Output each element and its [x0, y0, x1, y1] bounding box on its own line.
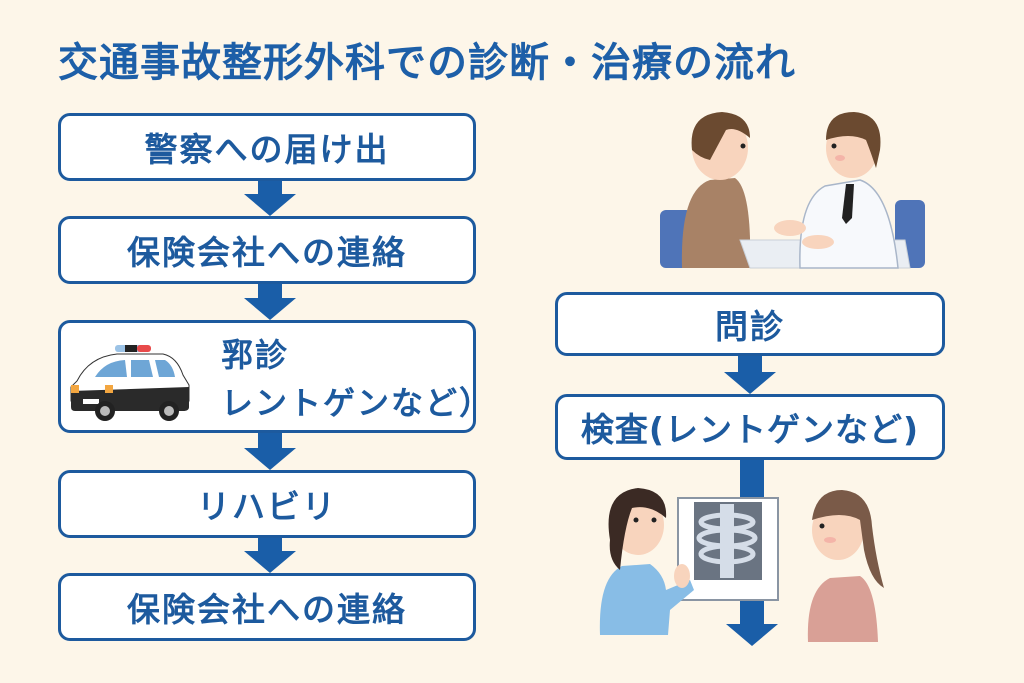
arrow-down-icon: [244, 284, 296, 320]
flow-step-interview: 問診: [555, 292, 945, 356]
flow-step-label: 保険会社への連絡: [127, 233, 407, 272]
flow-step-label: リハビリ: [197, 487, 337, 526]
flow-step-label: 問診: [715, 307, 785, 346]
flow-step-label: 検査(レントゲンなど): [580, 410, 920, 449]
flow-step-police-report: 警察への届け出: [58, 113, 476, 181]
consultation-illustration: [660, 112, 925, 269]
page-title: 交通事故整形外科での診断・治療の流れ: [58, 40, 796, 86]
xray-illustration: [599, 488, 884, 642]
arrow-down-icon: [244, 433, 296, 470]
flow-step-examination: 郛診 レントゲンなど）: [58, 320, 491, 433]
flow-step-label-line1: 郛診: [221, 336, 290, 374]
flow-step-insurance-contact-final: 保険会社への連絡: [58, 573, 476, 641]
arrow-down-icon: [724, 356, 776, 394]
arrow-down-icon: [244, 538, 296, 573]
flow-step-test: 検査(レントゲンなど): [555, 394, 945, 460]
arrow-down-icon: [244, 181, 296, 216]
flow-step-insurance-contact: 保険会社への連絡: [58, 216, 476, 284]
flow-step-label: 保険会社への連絡: [127, 590, 407, 629]
flow-step-rehabilitation: リハビリ: [58, 470, 476, 538]
flow-step-label-line2: レントゲンなど）: [221, 384, 494, 422]
flow-step-label: 警察への届け出: [144, 130, 390, 169]
police-car-icon: [70, 345, 190, 421]
flow-step-text: 郛診 レントゲンなど）: [221, 331, 493, 427]
